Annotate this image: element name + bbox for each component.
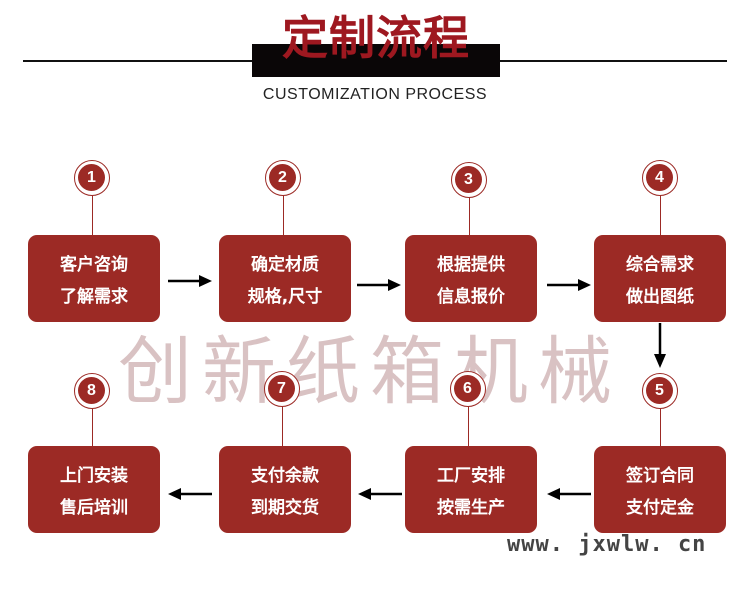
step-label-line1: 综合需求 — [626, 255, 694, 275]
step-label-line1: 根据提供 — [437, 255, 505, 275]
header-divider-left — [23, 60, 253, 62]
step-number: 3 — [455, 166, 482, 193]
step-label-line2: 按需生产 — [437, 498, 505, 518]
step-1-badge: 1 — [74, 160, 110, 196]
step-number: 8 — [78, 377, 105, 404]
step-4-box: 综合需求 做出图纸 — [594, 235, 726, 322]
step-7-connector — [282, 406, 283, 446]
step-label-line1: 确定材质 — [251, 255, 319, 275]
step-number: 1 — [78, 164, 105, 191]
step-5-badge: 5 — [642, 373, 678, 409]
step-number: 6 — [454, 375, 481, 402]
watermark-text: 创新纸箱机械 — [118, 329, 622, 415]
step-label-line1: 上门安装 — [60, 466, 128, 486]
step-1-connector — [92, 195, 93, 235]
step-3-connector — [469, 197, 470, 235]
step-label-line2: 售后培训 — [60, 498, 128, 518]
page-subtitle: CUSTOMIZATION PROCESS — [262, 86, 488, 103]
step-label-line2: 了解需求 — [60, 287, 128, 307]
arrow-right-icon — [357, 279, 401, 291]
step-3-box: 根据提供 信息报价 — [405, 235, 537, 322]
website-url: www. jxwlw. cn — [507, 532, 707, 557]
step-6-badge: 6 — [450, 371, 486, 407]
arrow-down-icon — [654, 323, 666, 368]
step-8-box: 上门安装 售后培训 — [28, 446, 160, 533]
step-4-badge: 4 — [642, 160, 678, 196]
step-2-connector — [283, 195, 284, 235]
step-1-box: 客户咨询 了解需求 — [28, 235, 160, 322]
arrow-right-icon — [168, 275, 212, 287]
step-label-line1: 工厂安排 — [437, 466, 505, 486]
step-2-box: 确定材质 规格,尺寸 — [219, 235, 351, 322]
step-5-connector — [660, 408, 661, 446]
step-number: 4 — [646, 164, 673, 191]
step-7-badge: 7 — [264, 371, 300, 407]
step-label-line2: 做出图纸 — [626, 287, 694, 307]
step-label-line2: 规格,尺寸 — [247, 287, 323, 307]
step-2-badge: 2 — [265, 160, 301, 196]
step-7-box: 支付余款 到期交货 — [219, 446, 351, 533]
step-label-line2: 到期交货 — [251, 498, 319, 518]
arrow-left-icon — [168, 488, 212, 500]
title-background-bar — [252, 44, 500, 77]
arrow-left-icon — [358, 488, 402, 500]
step-3-badge: 3 — [451, 162, 487, 198]
step-label-line2: 信息报价 — [437, 287, 505, 307]
page-title: 定制流程 — [282, 11, 470, 65]
step-label-line1: 支付余款 — [251, 466, 319, 486]
step-label-line2: 支付定金 — [626, 498, 694, 518]
step-number: 2 — [269, 164, 296, 191]
step-5-box: 签订合同 支付定金 — [594, 446, 726, 533]
step-label-line1: 签订合同 — [626, 466, 694, 486]
arrow-left-icon — [547, 488, 591, 500]
step-8-badge: 8 — [74, 373, 110, 409]
step-4-connector — [660, 195, 661, 235]
step-number: 7 — [268, 375, 295, 402]
step-6-connector — [468, 406, 469, 446]
header-divider-right — [500, 60, 727, 62]
arrow-right-icon — [547, 279, 591, 291]
step-label-line1: 客户咨询 — [60, 255, 128, 275]
step-number: 5 — [646, 377, 673, 404]
step-6-box: 工厂安排 按需生产 — [405, 446, 537, 533]
step-8-connector — [92, 408, 93, 446]
